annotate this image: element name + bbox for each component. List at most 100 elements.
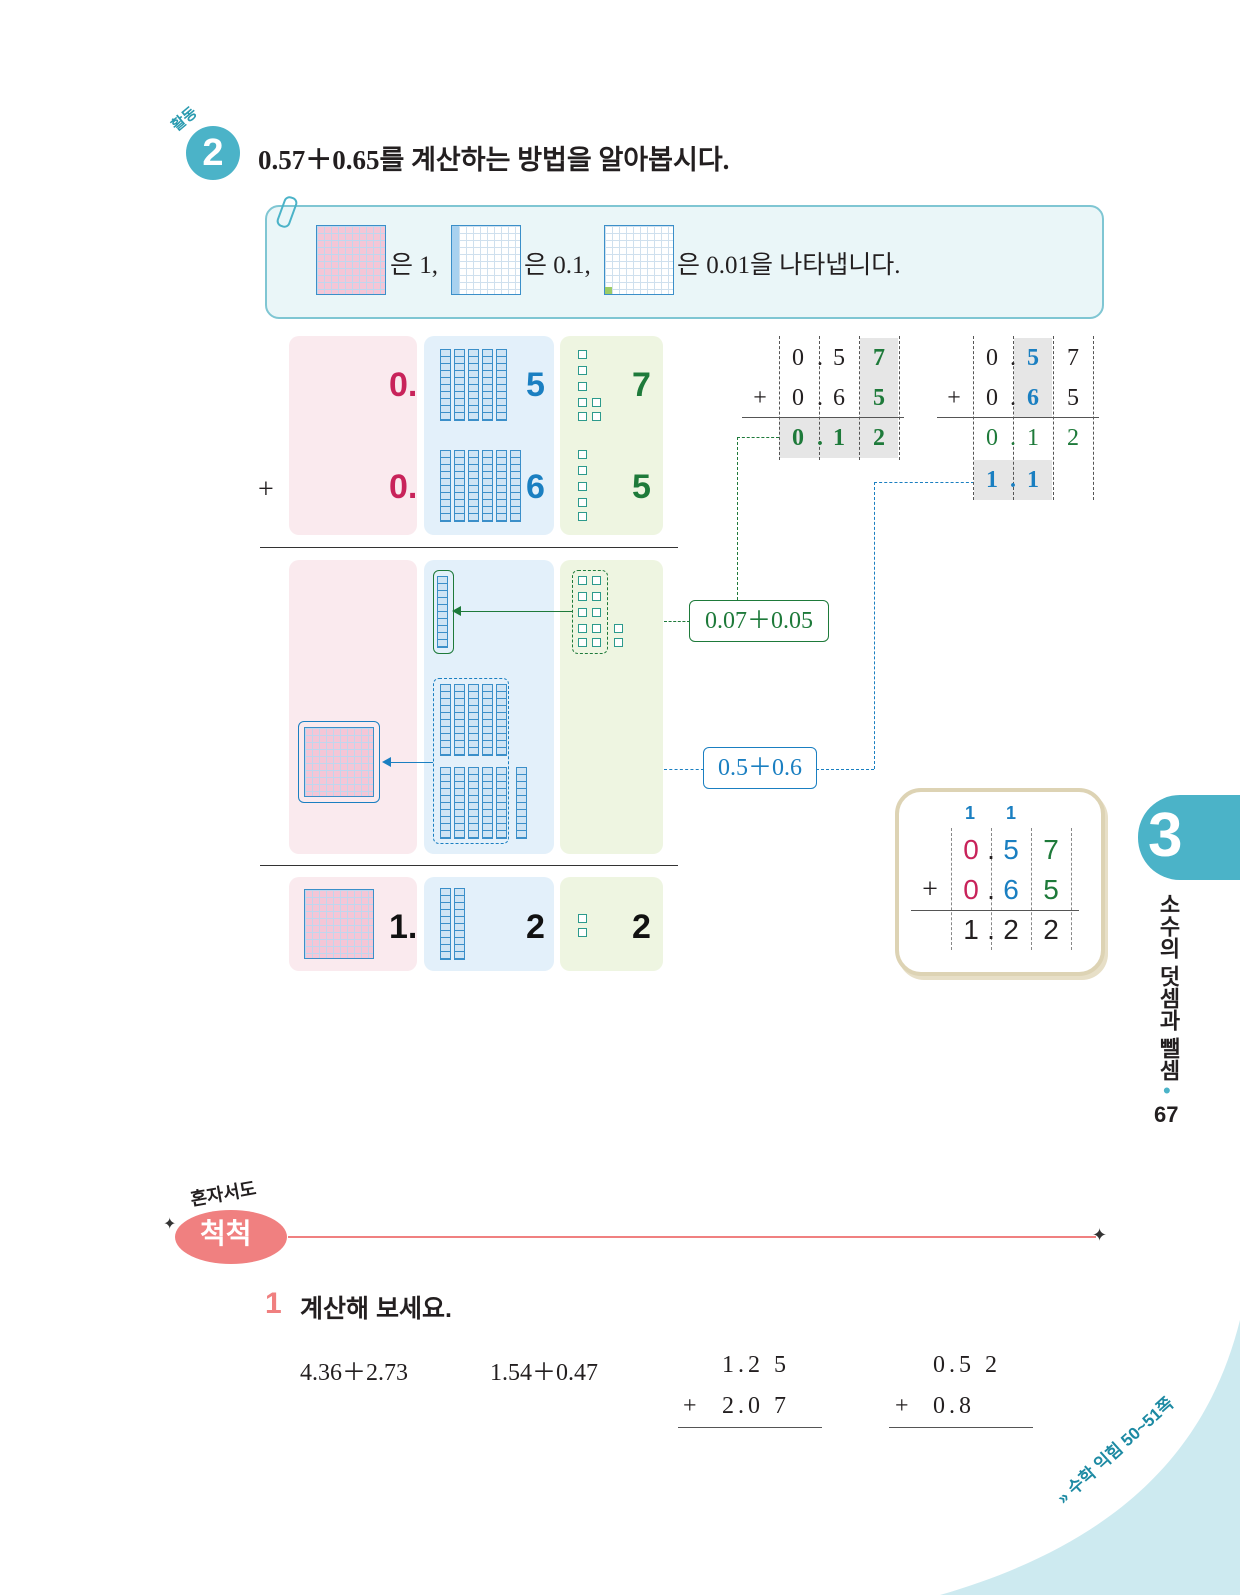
summary-r2-point: .: [987, 874, 995, 905]
info-seg3: 은 0.01을 나타냅니다.: [677, 252, 901, 279]
tenth-rod: [454, 349, 465, 421]
sparkle-icon: ✦: [1092, 1225, 1108, 1245]
one-unit-flat-icon: [304, 889, 374, 959]
connector-blue: [664, 769, 704, 770]
calc2-r1-d2: 5: [1027, 345, 1039, 371]
hundredths-column-top: [560, 336, 663, 535]
hundredth-square: [578, 350, 587, 359]
problem-3-row2: 2.0 7: [722, 1393, 790, 1419]
hundredth-square: [578, 914, 587, 923]
calc2-op: +: [947, 385, 961, 411]
new-tenth-rod-outline: [433, 570, 454, 654]
grouped-hundredths-outline: [572, 570, 608, 654]
calc2-r1-d1: 0: [986, 345, 998, 371]
hundredth-square: [592, 412, 601, 421]
row1-tenths-digit: 5: [526, 366, 545, 404]
activity-number-badge: 2: [186, 126, 240, 180]
plus-sign: +: [258, 474, 274, 505]
tenth-rod: [440, 767, 451, 839]
tenth-rod: [482, 767, 493, 839]
calc2-gridline: [1053, 336, 1054, 500]
hundredth-square: [578, 412, 587, 421]
tenth-rod: [468, 349, 479, 421]
problem-4-op: +: [895, 1393, 909, 1419]
connector-blue-up: [874, 482, 875, 769]
summary-carry-1: 1: [965, 803, 976, 823]
sparkle-icon: ✦: [163, 1216, 177, 1233]
calc2-shade-col: [1014, 338, 1052, 418]
problem-3-line: [678, 1427, 822, 1428]
calc1-r2-d1: 0: [792, 385, 804, 411]
tenth-rod: [468, 450, 479, 522]
calc1-r2-point: .: [817, 385, 823, 411]
summary-r2-d1: 0: [963, 874, 979, 905]
tenth-rod: [482, 450, 493, 522]
activity-title: 0.57＋0.65를 계산하는 방법을 알아봅시다.: [258, 145, 730, 175]
tenth-rod: [496, 684, 507, 756]
row2-tenths-digit: 6: [526, 468, 545, 506]
calc1-r3-d3: 2: [873, 425, 885, 451]
tenth-rod: [440, 450, 451, 522]
calc1-r3-point: .: [817, 425, 823, 451]
calc1-r3-d1: 0: [792, 425, 804, 451]
summary-gridline: [991, 828, 992, 950]
arrow-line: [388, 762, 433, 763]
model-divider: [260, 865, 678, 866]
calc2-sum-line: [937, 417, 1099, 418]
result-tenths-digit: 2: [526, 908, 545, 946]
calc1-r3-d2: 1: [833, 425, 845, 451]
ones-column-top: [289, 336, 417, 535]
calc1-r2-d2: 6: [833, 385, 845, 411]
row2-hundredths-digit: 5: [632, 468, 651, 506]
arrow-line: [458, 611, 572, 612]
calc1-r1-d3: 7: [873, 345, 885, 371]
calc2-r3-d3: 2: [1067, 425, 1079, 451]
summary-r1-point: .: [987, 834, 995, 865]
arrow-head-icon: [452, 606, 461, 616]
problem-3-row1: 1.2 5: [722, 1352, 790, 1378]
calc2-r1-d3: 7: [1067, 345, 1079, 371]
problem-4-row2: 0.8: [933, 1393, 975, 1419]
one-unit-flat-icon: [316, 225, 386, 295]
tenth-rod: [510, 450, 521, 522]
tenth-rod: [454, 684, 465, 756]
connector-blue-top: [874, 482, 974, 483]
hundredth-square: [614, 638, 623, 647]
calc2-r2-d2: 6: [1027, 385, 1039, 411]
hundredth-square: [578, 512, 587, 521]
practice-badge-shape: [175, 1210, 287, 1264]
info-box: [265, 205, 1104, 319]
tenth-flat-icon: [451, 225, 521, 295]
summary-r3-d3: 2: [1043, 914, 1059, 945]
calc2-r3-point: .: [1010, 425, 1016, 451]
arrow-head-icon: [382, 757, 391, 767]
one-unit-flat-icon: [304, 727, 374, 797]
calc1-r1-d2: 5: [833, 345, 845, 371]
hundredth-square: [578, 382, 587, 391]
hundredth-square: [592, 638, 601, 647]
summary-r1-d3: 7: [1043, 834, 1059, 865]
hundredth-square: [578, 638, 587, 647]
calc1-sum-line: [742, 417, 904, 418]
tenths-sum-box: 0.5＋0.6: [703, 747, 817, 789]
tenth-rod: [440, 349, 451, 421]
grouped-tenths-outline: [433, 678, 509, 844]
hundredth-square: [578, 450, 587, 459]
hundredth-square: [578, 366, 587, 375]
corner-wave: [940, 1320, 1240, 1595]
connector-green: [664, 621, 690, 622]
question-number: 1: [265, 1287, 282, 1320]
practice-divider: [288, 1236, 1096, 1238]
hundredth-square: [592, 576, 601, 585]
hundredths-sum-box: 0.07＋0.05: [689, 600, 829, 642]
tenth-rod: [482, 684, 493, 756]
tenth-rod: [437, 576, 448, 648]
calc2-r2-point: .: [1010, 385, 1016, 411]
summary-gridline: [1031, 828, 1032, 950]
calc2-gridline: [973, 336, 974, 500]
tenth-rod: [482, 349, 493, 421]
tenth-rod: [468, 767, 479, 839]
connector-blue-right: [816, 769, 874, 770]
chapter-number: 3: [1148, 801, 1183, 870]
model-divider: [260, 547, 678, 548]
